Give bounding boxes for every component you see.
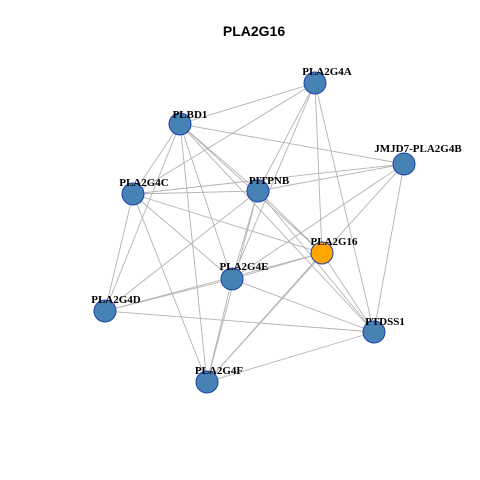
node-label-pla2g4f: PLA2G4F	[195, 365, 244, 377]
edge-pla2g16-pla2g4d	[104, 252, 323, 312]
edge-pla2g4a-plbd1	[179, 82, 316, 125]
edge-plbd1-ptdss1	[179, 123, 375, 333]
edge-pla2g4a-pla2g4c	[132, 82, 316, 195]
node-ptdss1[interactable]	[362, 320, 386, 344]
node-pla2g4c[interactable]	[121, 182, 145, 206]
edge-pla2g4e-ptdss1	[231, 278, 375, 333]
edge-plbd1-pla2g4f	[179, 123, 208, 383]
edge-plbd1-pitpnb	[179, 123, 259, 192]
node-label-jmjd7-pla2g4b: JMJD7-PLA2G4B	[374, 143, 462, 155]
edge-pla2g4a-pitpnb	[257, 82, 316, 192]
node-label-pla2g4d: PLA2G4D	[91, 294, 141, 306]
node-jmjd7-pla2g4b[interactable]	[392, 152, 416, 176]
edges-layer	[104, 82, 405, 383]
edge-plbd1-pla2g4e	[179, 123, 233, 280]
edge-pla2g4c-pla2g4f	[132, 193, 208, 383]
node-label-pla2g4a: PLA2G4A	[302, 66, 352, 78]
edge-ptdss1-pla2g4f	[206, 331, 375, 383]
edge-pitpnb-pla2g16	[257, 190, 323, 254]
edge-jmjd7-pla2g4b-pla2g4e	[231, 163, 405, 280]
edge-pla2g4d-ptdss1	[104, 310, 375, 333]
edge-pla2g4c-pla2g16	[132, 193, 323, 254]
edge-pla2g4c-pla2g4d	[104, 193, 134, 312]
node-label-pitpnb: PITPNB	[249, 175, 290, 187]
edge-pla2g16-pla2g4f	[206, 252, 323, 383]
edge-pitpnb-pla2g4d	[104, 190, 259, 312]
node-label-ptdss1: PTDSS1	[365, 316, 405, 328]
nodes-layer	[93, 71, 416, 394]
edge-pla2g4e-pla2g4f	[206, 278, 233, 383]
edge-jmjd7-pla2g4b-ptdss1	[373, 163, 405, 333]
edge-pla2g4a-pla2g4e	[231, 82, 316, 280]
edge-jmjd7-pla2g4b-pitpnb	[257, 163, 405, 192]
edge-pla2g16-ptdss1	[321, 252, 375, 333]
node-pitpnb[interactable]	[246, 179, 270, 203]
node-pla2g16[interactable]	[310, 241, 334, 265]
edge-pla2g4a-ptdss1	[314, 82, 375, 333]
edge-pla2g4c-pitpnb	[132, 190, 259, 195]
diagram-title: PLA2G16	[223, 23, 285, 39]
node-plbd1[interactable]	[168, 112, 192, 136]
node-label-pla2g4e: PLA2G4E	[220, 261, 269, 273]
edge-plbd1-jmjd7-pla2g4b	[179, 123, 405, 165]
node-label-pla2g16: PLA2G16	[310, 236, 358, 248]
edge-pla2g4a-pla2g16	[314, 82, 323, 254]
node-pla2g4d[interactable]	[93, 299, 117, 323]
edge-plbd1-pla2g4c	[132, 123, 181, 195]
node-pla2g4a[interactable]	[303, 71, 327, 95]
edge-jmjd7-pla2g4b-pla2g4c	[132, 163, 405, 195]
edge-pla2g4e-pla2g4d	[104, 278, 233, 312]
node-pla2g4e[interactable]	[220, 267, 244, 291]
edge-pla2g4c-pla2g4e	[132, 193, 233, 280]
node-label-plbd1: PLBD1	[173, 109, 208, 121]
node-pla2g4f[interactable]	[195, 370, 219, 394]
node-label-pla2g4c: PLA2G4C	[119, 177, 169, 189]
